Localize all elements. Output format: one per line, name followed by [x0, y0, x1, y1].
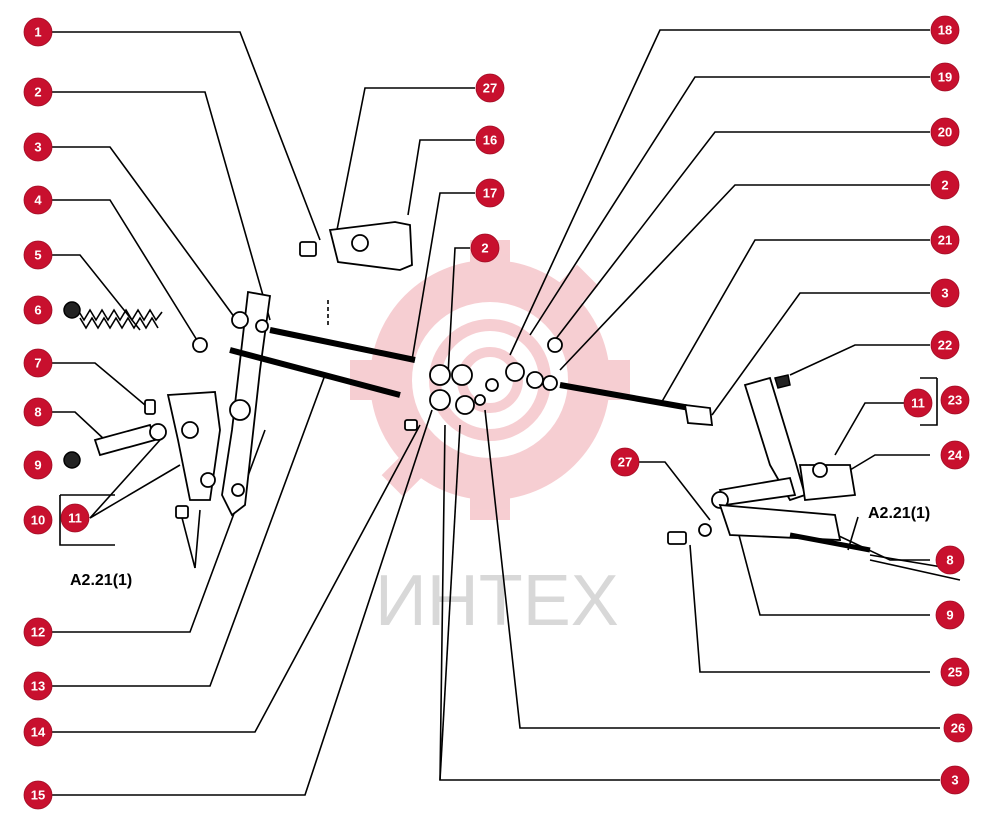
svg-text:7: 7 — [34, 356, 41, 371]
svg-text:10: 10 — [31, 513, 45, 528]
svg-text:4: 4 — [34, 193, 42, 208]
svg-text:14: 14 — [31, 725, 46, 740]
callout-badge: 16 — [475, 125, 505, 155]
callout-badge: 10 — [23, 505, 53, 535]
callout-badge: 11 — [60, 503, 90, 533]
svg-text:2: 2 — [34, 85, 41, 100]
svg-text:18: 18 — [938, 23, 952, 38]
callout-badge: 1 — [23, 17, 53, 47]
svg-text:3: 3 — [34, 140, 41, 155]
callout-badge: 13 — [23, 671, 53, 701]
svg-text:1: 1 — [34, 25, 41, 40]
svg-text:19: 19 — [938, 70, 952, 85]
callout-badge: 5 — [23, 240, 53, 270]
svg-text:20: 20 — [938, 125, 952, 140]
callout-badge: 8 — [23, 397, 53, 427]
svg-text:15: 15 — [31, 788, 45, 803]
callout-badge: 3 — [930, 278, 960, 308]
svg-text:8: 8 — [34, 405, 41, 420]
svg-text:9: 9 — [946, 608, 953, 623]
svg-text:12: 12 — [31, 625, 45, 640]
svg-text:8: 8 — [946, 553, 953, 568]
svg-text:24: 24 — [948, 448, 963, 463]
callout-badge: 22 — [930, 330, 960, 360]
callout-badge: 9 — [935, 600, 965, 630]
svg-text:11: 11 — [68, 511, 82, 526]
svg-text:11: 11 — [911, 396, 925, 411]
svg-text:2: 2 — [481, 241, 488, 256]
reference-left: A2.21(1) — [70, 572, 132, 589]
callout-badge: 25 — [940, 657, 970, 687]
svg-text:22: 22 — [938, 338, 952, 353]
watermark-text: ИНТЕХ — [375, 561, 619, 641]
reference-right: A2.21(1) — [868, 505, 930, 522]
svg-text:26: 26 — [951, 721, 965, 736]
callout-badge: 3 — [23, 132, 53, 162]
svg-text:21: 21 — [938, 233, 952, 248]
callout-badge: 27 — [475, 73, 505, 103]
callout-badge: 7 — [23, 348, 53, 378]
callout-badge: 15 — [23, 780, 53, 810]
right-assembly — [485, 337, 961, 581]
svg-text:9: 9 — [34, 458, 41, 473]
callout-badge: 11 — [903, 388, 933, 418]
callout-badge: 8 — [935, 545, 965, 575]
callout-badge: 9 — [23, 450, 53, 480]
svg-text:3: 3 — [951, 773, 958, 788]
callout-badge: 27 — [610, 447, 640, 477]
central-hub — [299, 221, 486, 431]
svg-text:6: 6 — [34, 303, 41, 318]
callout-badge: 2 — [470, 233, 500, 263]
callout-badge: 12 — [23, 617, 53, 647]
leader-lines — [52, 31, 940, 796]
svg-text:27: 27 — [618, 455, 632, 470]
callout-badge: 2 — [930, 170, 960, 200]
left-assembly — [63, 290, 416, 519]
callout-badge: 2 — [23, 77, 53, 107]
leader-lines-right — [509, 29, 938, 673]
callout-badge: 24 — [940, 440, 970, 470]
callout-badge: 17 — [475, 178, 505, 208]
callout-badge: 6 — [23, 295, 53, 325]
svg-text:25: 25 — [948, 665, 962, 680]
callout-badge: 26 — [943, 713, 973, 743]
svg-text:27: 27 — [483, 81, 497, 96]
callout-badge: 20 — [930, 117, 960, 147]
callout-badge: 4 — [23, 185, 53, 215]
callout-badge: 21 — [930, 225, 960, 255]
callout-badge: 18 — [930, 15, 960, 45]
callout-badge: 23 — [940, 385, 970, 415]
svg-text:5: 5 — [34, 248, 41, 263]
svg-text:13: 13 — [31, 679, 45, 694]
svg-text:23: 23 — [948, 393, 962, 408]
callout-badge: 14 — [23, 717, 53, 747]
callout-badge: 3 — [940, 765, 970, 795]
spring — [77, 308, 163, 330]
svg-text:16: 16 — [483, 133, 497, 148]
svg-text:3: 3 — [941, 286, 948, 301]
svg-text:17: 17 — [483, 186, 497, 201]
svg-text:2: 2 — [941, 178, 948, 193]
callout-badge: 19 — [930, 62, 960, 92]
